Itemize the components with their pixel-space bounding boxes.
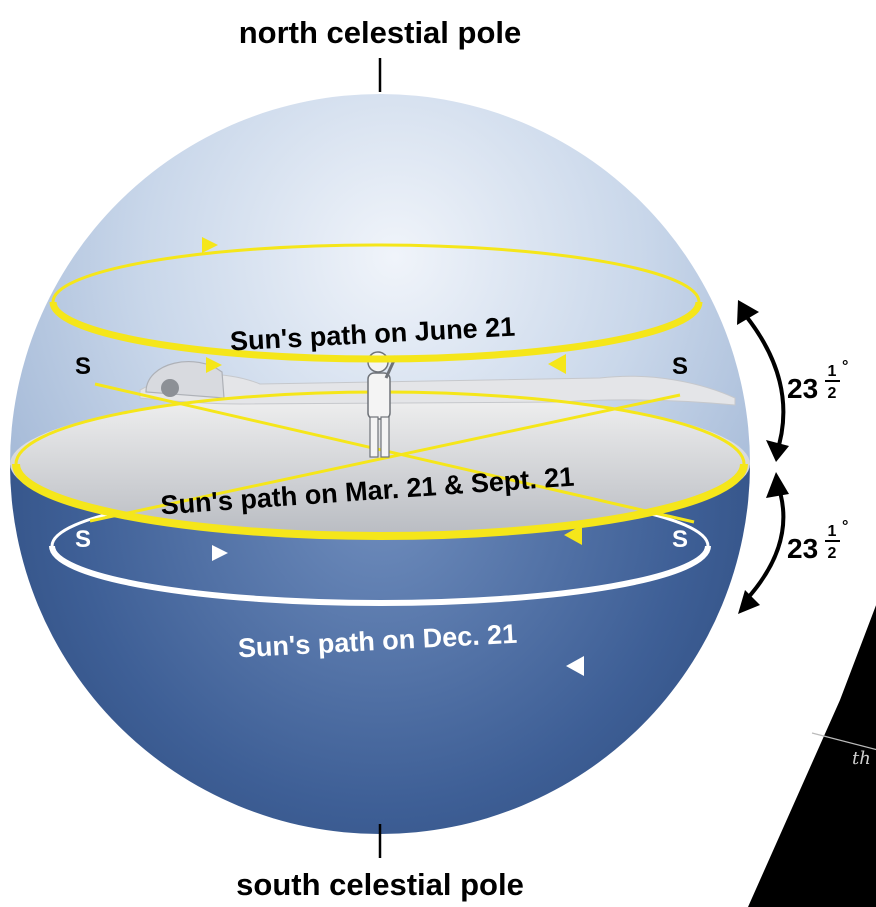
svg-text:2: 2: [828, 545, 837, 562]
equinox-back-arrow: [206, 357, 222, 373]
svg-text:2: 2: [828, 385, 837, 402]
june-back-arrow: [202, 237, 218, 253]
equinox-front-arrow: [564, 525, 582, 545]
december-path-front: [49, 545, 711, 606]
svg-text:°: °: [842, 518, 848, 535]
south-marker-upper-left: S: [75, 353, 91, 380]
clipped-panel-text: th: [852, 748, 871, 769]
svg-text:°: °: [842, 358, 848, 375]
upper-angle-arrow: [737, 300, 789, 462]
upper-angle-label: 23 1 2 °: [787, 358, 848, 404]
celestial-sphere: [10, 94, 750, 834]
lower-hemisphere: [10, 465, 750, 834]
equinox-crossline-2: [89, 393, 681, 523]
south-marker-lower-left: S: [75, 526, 91, 553]
equinox-crossline-1: [94, 382, 695, 524]
equinox-path-front: [12, 463, 748, 540]
north-pole-label: north celestial pole: [239, 15, 522, 50]
svg-text:1: 1: [828, 523, 837, 540]
june-path-back: [51, 243, 701, 303]
lower-angle-label: 23 1 2 °: [787, 518, 848, 564]
svg-text:23: 23: [787, 373, 818, 404]
lower-angle-arrow: [738, 472, 789, 614]
south-marker-lower-right: S: [672, 526, 688, 553]
observatory-window: [161, 379, 179, 397]
june-front-arrow: [548, 354, 566, 374]
december-front-arrow: [566, 656, 584, 676]
panel-guide-line: [811, 732, 876, 751]
svg-text:1: 1: [828, 363, 837, 380]
december-back-arrow: [212, 545, 228, 561]
south-marker-upper-right: S: [672, 353, 688, 380]
black-overlay-panel: th: [748, 605, 876, 907]
horizon-landscape: [139, 373, 736, 406]
june-path-front: [49, 301, 703, 363]
south-pole-label: south celestial pole: [236, 867, 524, 902]
svg-text:23: 23: [787, 533, 818, 564]
